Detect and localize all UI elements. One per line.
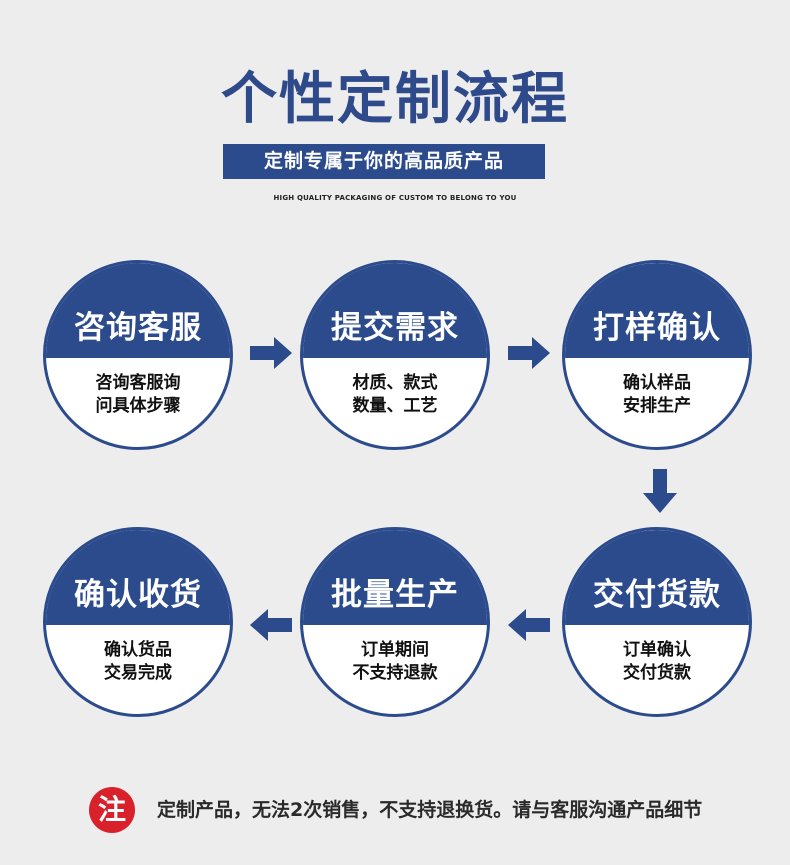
step-title: 确认收货 xyxy=(46,530,230,625)
page-title: 个性定制流程 xyxy=(221,67,569,132)
arrow-left-icon xyxy=(250,609,292,641)
step-desc-line: 交付货款 xyxy=(623,663,691,683)
subtitle-banner: 定制专属于你的高品质产品 xyxy=(223,144,545,179)
arrow-right-icon xyxy=(508,337,550,369)
note-text: 定制产品，无法2次销售，不支持退换货。请与客服沟通产品细节 xyxy=(157,799,703,821)
step-desc-line: 安排生产 xyxy=(623,396,691,416)
step-sample-confirm: 打样确认 确认样品 安排生产 xyxy=(562,260,752,450)
arrow-down-icon xyxy=(643,469,677,513)
step-payment: 交付货款 订单确认 交付货款 xyxy=(562,527,752,717)
step-confirm-receipt: 确认收货 确认货品 交易完成 xyxy=(43,527,233,717)
step-desc-line: 交易完成 xyxy=(104,663,172,683)
step-description: 确认样品 安排生产 xyxy=(565,372,749,418)
step-description: 材质、款式 数量、工艺 xyxy=(303,372,487,418)
english-tagline: HIGH QUALITY PACKAGING OF CUSTOM TO BELO… xyxy=(273,194,517,202)
step-desc-line: 确认样品 xyxy=(623,373,691,393)
step-description: 确认货品 交易完成 xyxy=(46,639,230,685)
step-mass-production: 批量生产 订单期间 不支持退款 xyxy=(300,527,490,717)
step-title: 批量生产 xyxy=(303,530,487,625)
step-title: 咨询客服 xyxy=(46,263,230,358)
step-desc-line: 确认货品 xyxy=(104,640,172,660)
step-desc-line: 不支持退款 xyxy=(352,663,438,683)
step-desc-line: 数量、工艺 xyxy=(352,396,438,416)
step-consult: 咨询客服 咨询客服询 问具体步骤 xyxy=(43,260,233,450)
step-description: 订单期间 不支持退款 xyxy=(303,639,487,685)
step-desc-line: 订单确认 xyxy=(623,640,691,660)
arrow-left-icon xyxy=(508,609,550,641)
step-desc-line: 材质、款式 xyxy=(352,373,438,393)
step-submit-requirements: 提交需求 材质、款式 数量、工艺 xyxy=(300,260,490,450)
step-title: 打样确认 xyxy=(565,263,749,358)
step-title: 交付货款 xyxy=(565,530,749,625)
note-badge: 注 xyxy=(89,787,135,833)
step-desc-line: 订单期间 xyxy=(361,640,429,660)
step-description: 咨询客服询 问具体步骤 xyxy=(46,372,230,418)
step-desc-line: 咨询客服询 xyxy=(95,373,181,393)
step-description: 订单确认 交付货款 xyxy=(565,639,749,685)
step-desc-line: 问具体步骤 xyxy=(95,396,181,416)
arrow-right-icon xyxy=(250,337,292,369)
step-title: 提交需求 xyxy=(303,263,487,358)
